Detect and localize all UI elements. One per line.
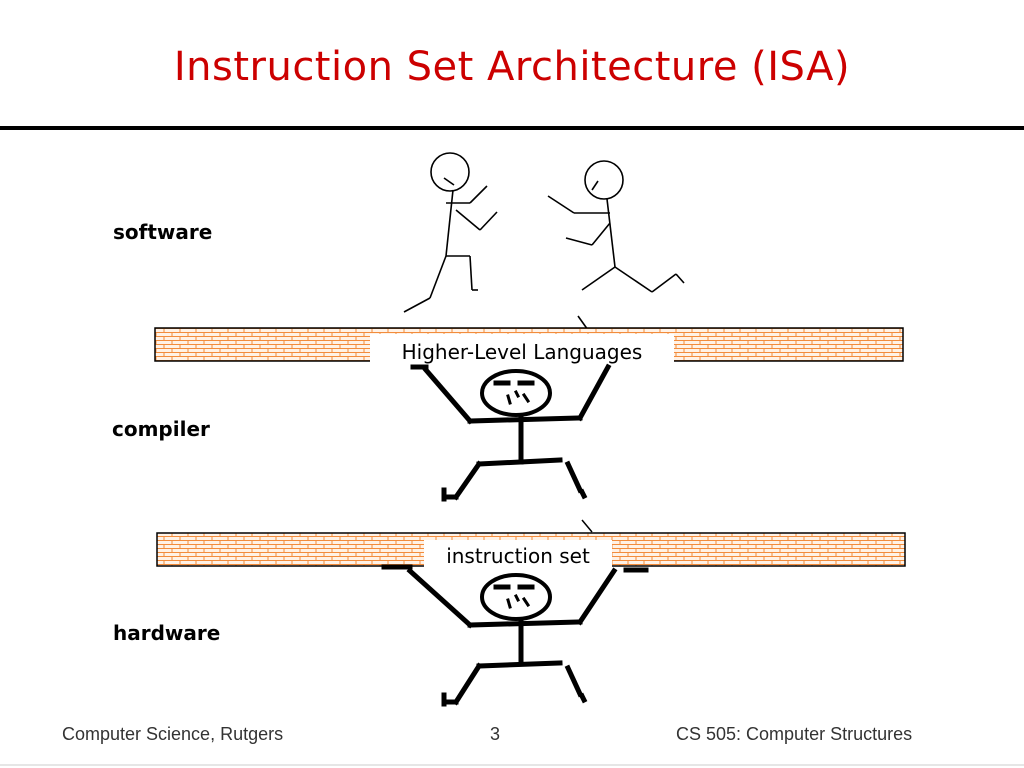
compiler-label: compiler bbox=[112, 417, 210, 441]
software-figure-left bbox=[403, 152, 498, 313]
slide-title: Instruction Set Architecture (ISA) bbox=[173, 44, 851, 90]
lower-wall-label: instruction set bbox=[446, 544, 590, 568]
footer-right: CS 505: Computer Structures bbox=[676, 724, 913, 744]
footer-divider bbox=[0, 764, 1024, 766]
lower-brick-wall: instruction set bbox=[156, 532, 906, 570]
hardware-label: hardware bbox=[113, 621, 221, 645]
upper-wall-label: Higher-Level Languages bbox=[402, 340, 643, 364]
compiler-figure bbox=[410, 363, 612, 502]
software-figure-right bbox=[547, 160, 685, 331]
title-divider bbox=[0, 126, 1024, 130]
software-label: software bbox=[113, 220, 213, 244]
compiler-figure-thin-mark bbox=[581, 519, 593, 533]
hardware-figure bbox=[381, 564, 649, 707]
upper-brick-wall: Higher-Level Languages bbox=[154, 327, 904, 366]
page-number: 3 bbox=[490, 724, 501, 744]
footer-left: Computer Science, Rutgers bbox=[62, 724, 284, 744]
